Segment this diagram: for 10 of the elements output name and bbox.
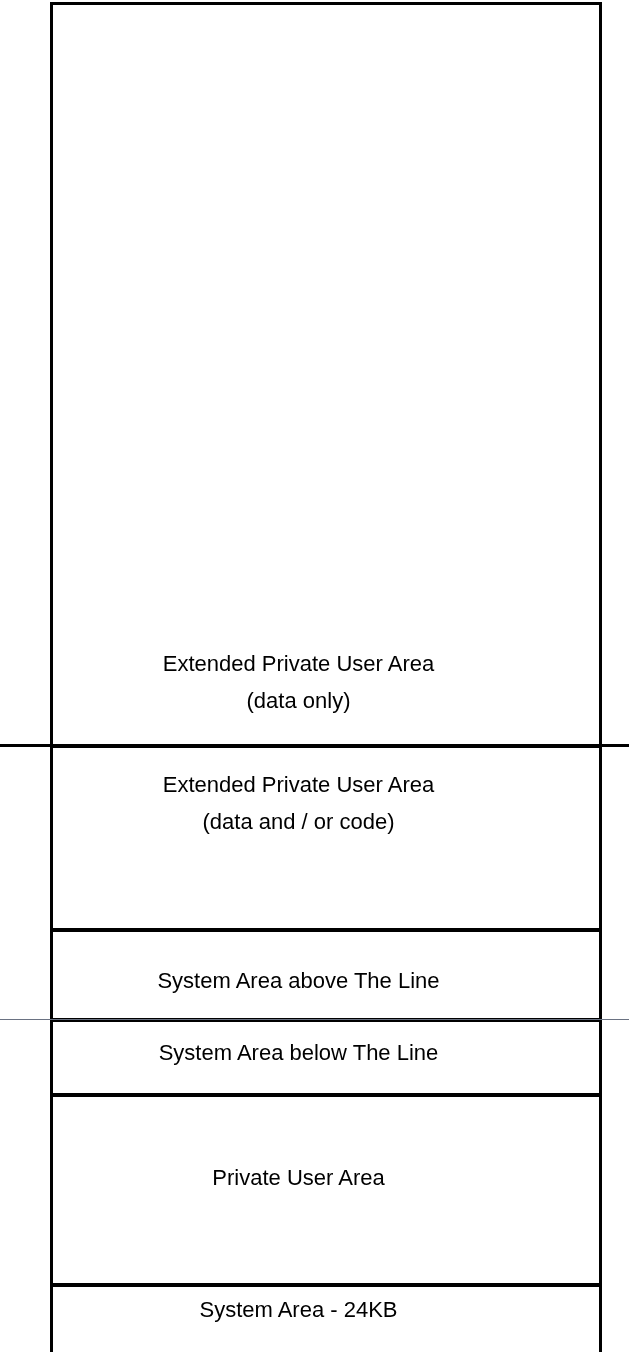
region-label: Private User Area: [212, 1164, 385, 1192]
memory-region: [50, 1094, 602, 1286]
region-label: System Area above The Line: [157, 967, 440, 995]
region-label: Extended Private User Area: [162, 650, 435, 678]
region-label: (data and / or code): [202, 808, 395, 836]
memory-region: [50, 1284, 602, 1352]
region-label: System Area - 24KB: [199, 1296, 398, 1324]
region-label: (data only): [246, 687, 351, 715]
region-label: Extended Private User Area: [162, 771, 435, 799]
region-label: System Area below The Line: [158, 1039, 439, 1067]
